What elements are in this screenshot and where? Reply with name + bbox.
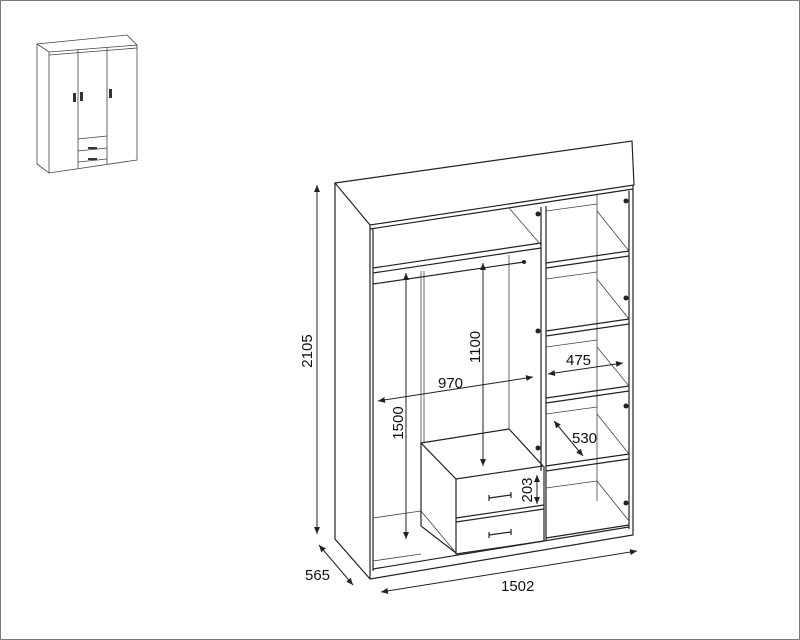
depth-dimension-line [318, 544, 354, 586]
open-wardrobe [333, 140, 635, 580]
height-label: 2105 [299, 334, 316, 367]
hanging-left-label: 1500 [390, 406, 407, 439]
hanging-width-label: 970 [438, 375, 463, 392]
shelf-width-dimension-line [547, 361, 624, 376]
closed-wardrobe-thumbnail [35, 34, 138, 174]
width-dimension-line [380, 549, 638, 594]
hanging-center-label: 1100 [467, 331, 484, 363]
shelf-depth-label: 530 [572, 430, 597, 447]
width-label: 1502 [501, 578, 534, 595]
shelf-depth-dimension-line [553, 420, 584, 457]
shelf-width-label: 475 [566, 352, 591, 369]
drawer-height-label: 203 [519, 477, 536, 502]
hanging-width-dimension-line [377, 375, 534, 403]
depth-label: 565 [305, 567, 330, 584]
